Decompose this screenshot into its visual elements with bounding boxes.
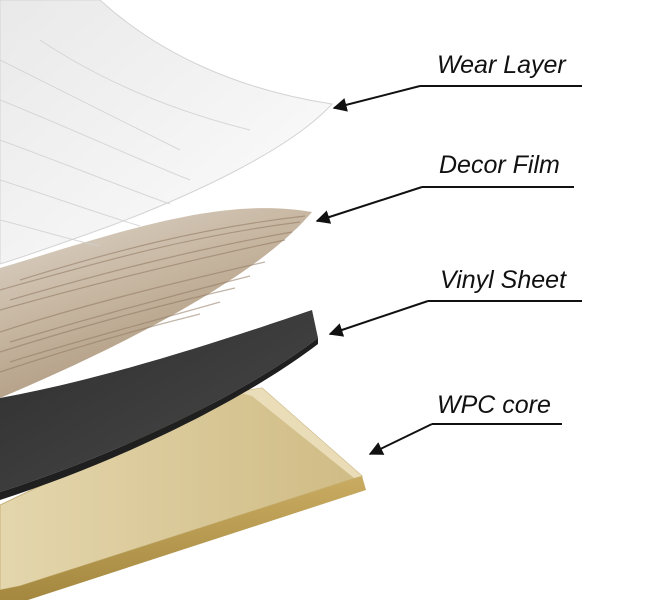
decor-film-arrow: [315, 186, 423, 224]
vinyl-sheet-layer: [0, 310, 318, 500]
decor-film-wood-grain: [0, 215, 306, 373]
wpc-core-arrow: [368, 423, 433, 455]
wpc-core-label: WPC core: [437, 391, 551, 419]
vinyl-sheet-label: Vinyl Sheet: [440, 266, 567, 294]
wpc-core-groove: [238, 388, 362, 478]
leader-arrows: [315, 85, 433, 455]
wear-layer-arrow: [332, 85, 421, 112]
wpc-core-edge: [0, 476, 366, 600]
wear-layer: [0, 0, 334, 265]
wear-layer-faint-grain: [0, 39, 251, 247]
decor-film-shape: [0, 208, 312, 398]
wear-layer-label: Wear Layer: [437, 51, 566, 79]
vinyl-sheet-shape: [0, 310, 318, 492]
label-underlines: [420, 85, 582, 425]
vinyl-sheet-edge: [0, 338, 318, 500]
decor-film-layer: [0, 208, 312, 398]
decor-film-label: Decor Film: [439, 151, 560, 179]
vinyl-sheet-arrow: [328, 300, 429, 337]
